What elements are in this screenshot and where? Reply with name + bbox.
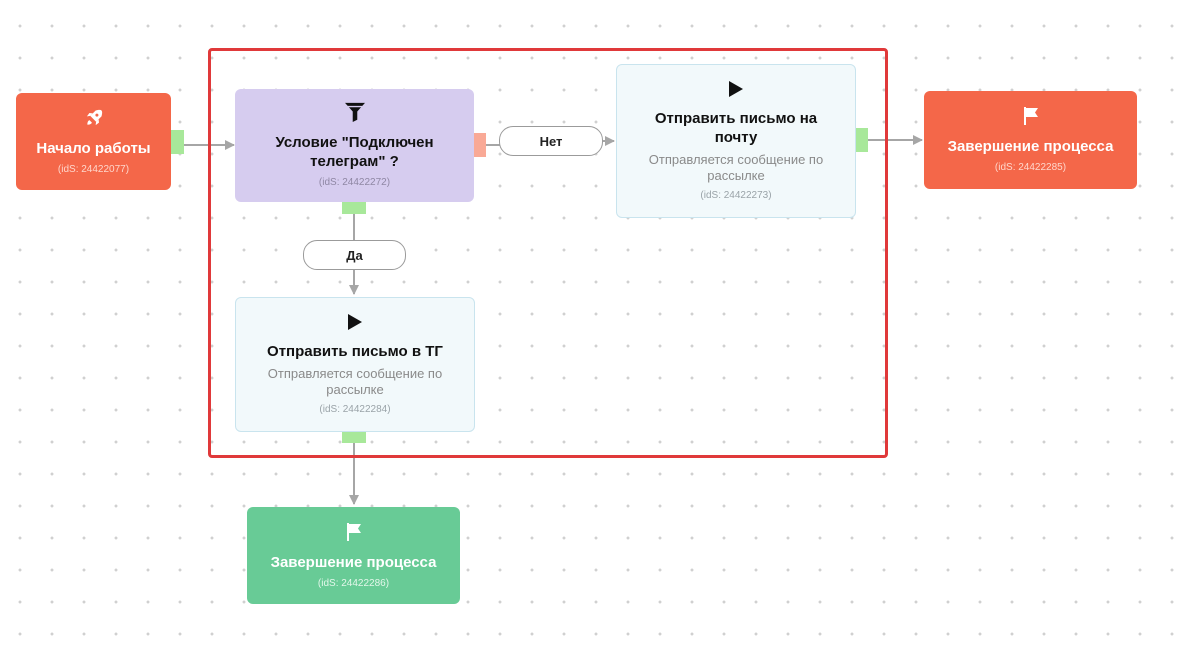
condition-yes-port[interactable] bbox=[342, 202, 366, 214]
send-mail-desc: Отправляется сообщение по рассылке bbox=[648, 152, 824, 183]
edge-label-no: Нет bbox=[499, 126, 603, 156]
start-output-port[interactable] bbox=[171, 130, 184, 154]
highlight-frame bbox=[208, 48, 888, 458]
edge-label-yes: Да bbox=[303, 240, 406, 270]
play-icon bbox=[728, 80, 744, 103]
funnel-icon bbox=[344, 102, 366, 127]
end-node-red[interactable]: Завершение процесса (idS: 24422285) bbox=[924, 91, 1137, 189]
end-node-red-title: Завершение процесса bbox=[947, 138, 1114, 155]
start-node-ids: (idS: 24422077) bbox=[57, 163, 130, 175]
end-node-red-ids: (idS: 24422285) bbox=[994, 162, 1067, 173]
end-node-green[interactable]: Завершение процесса (idS: 24422286) bbox=[247, 507, 460, 604]
flag-icon bbox=[346, 522, 362, 547]
rocket-icon bbox=[84, 108, 104, 133]
send-tg-title: Отправить письмо в ТГ bbox=[267, 343, 443, 360]
send-mail-node[interactable]: Отправить письмо на почту Отправляется с… bbox=[616, 64, 856, 218]
send-tg-node[interactable]: Отправить письмо в ТГ Отправляется сообщ… bbox=[235, 297, 475, 432]
play-icon bbox=[347, 313, 363, 336]
end-node-green-ids: (idS: 24422286) bbox=[317, 577, 390, 589]
send-tg-output-port[interactable] bbox=[342, 432, 366, 443]
start-node-title: Начало работы bbox=[36, 139, 151, 157]
start-node[interactable]: Начало работы (idS: 24422077) bbox=[16, 93, 171, 190]
send-mail-ids: (idS: 24422273) bbox=[700, 190, 772, 201]
condition-node[interactable]: Условие "Подключен телеграм" ? (idS: 244… bbox=[235, 89, 474, 202]
send-mail-title: Отправить письмо на почту bbox=[654, 110, 818, 146]
condition-node-title: Условие "Подключен телеграм" ? bbox=[275, 134, 434, 170]
condition-node-ids: (idS: 24422272) bbox=[318, 177, 391, 188]
condition-no-port[interactable] bbox=[474, 133, 486, 157]
end-node-green-title: Завершение процесса bbox=[270, 553, 437, 571]
send-tg-desc: Отправляется сообщение по рассылке bbox=[267, 366, 443, 397]
flag-icon bbox=[1023, 106, 1039, 131]
send-mail-output-port[interactable] bbox=[856, 128, 868, 152]
send-tg-ids: (idS: 24422284) bbox=[319, 404, 391, 415]
